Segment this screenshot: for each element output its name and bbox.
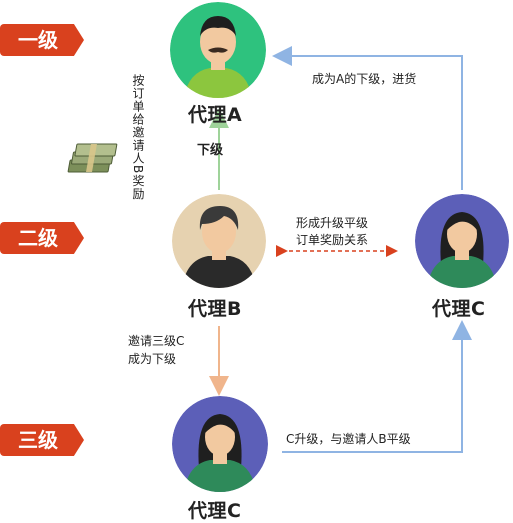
note-peer-line2: 订单奖励关系 — [296, 233, 369, 247]
avatar-agent-c-bottom — [172, 396, 268, 492]
label-agent-c-bottom: 代理C — [188, 500, 242, 522]
note-invite-line1: 邀请三级C — [128, 334, 185, 348]
level-badge-3: 三级 — [0, 424, 84, 456]
note-c-becomes-a-sub: 成为A的下级，进货 — [312, 72, 417, 86]
level-badge-2: 二级 — [0, 222, 84, 254]
label-agent-c-right: 代理C — [432, 298, 486, 320]
money-stack-icon — [64, 138, 120, 182]
avatar-agent-c-right — [415, 194, 509, 288]
label-agent-a: 代理A — [188, 104, 243, 126]
label-agent-b: 代理B — [188, 298, 242, 320]
arrow-c-to-a — [272, 46, 463, 190]
note-reward: 按订单给邀请人B奖励 — [131, 74, 145, 201]
level-badge-1: 一级 — [0, 24, 84, 56]
arrow-c-upgrade — [282, 320, 472, 453]
note-peer-line1: 形成升级平级 — [296, 216, 369, 230]
note-upgrade: C升级，与邀请人B平级 — [286, 432, 411, 446]
note-subordinate: 下级 — [197, 143, 224, 158]
note-invite-line2: 成为下级 — [128, 352, 177, 366]
avatar-agent-a — [170, 2, 266, 98]
avatar-agent-b — [172, 194, 266, 288]
